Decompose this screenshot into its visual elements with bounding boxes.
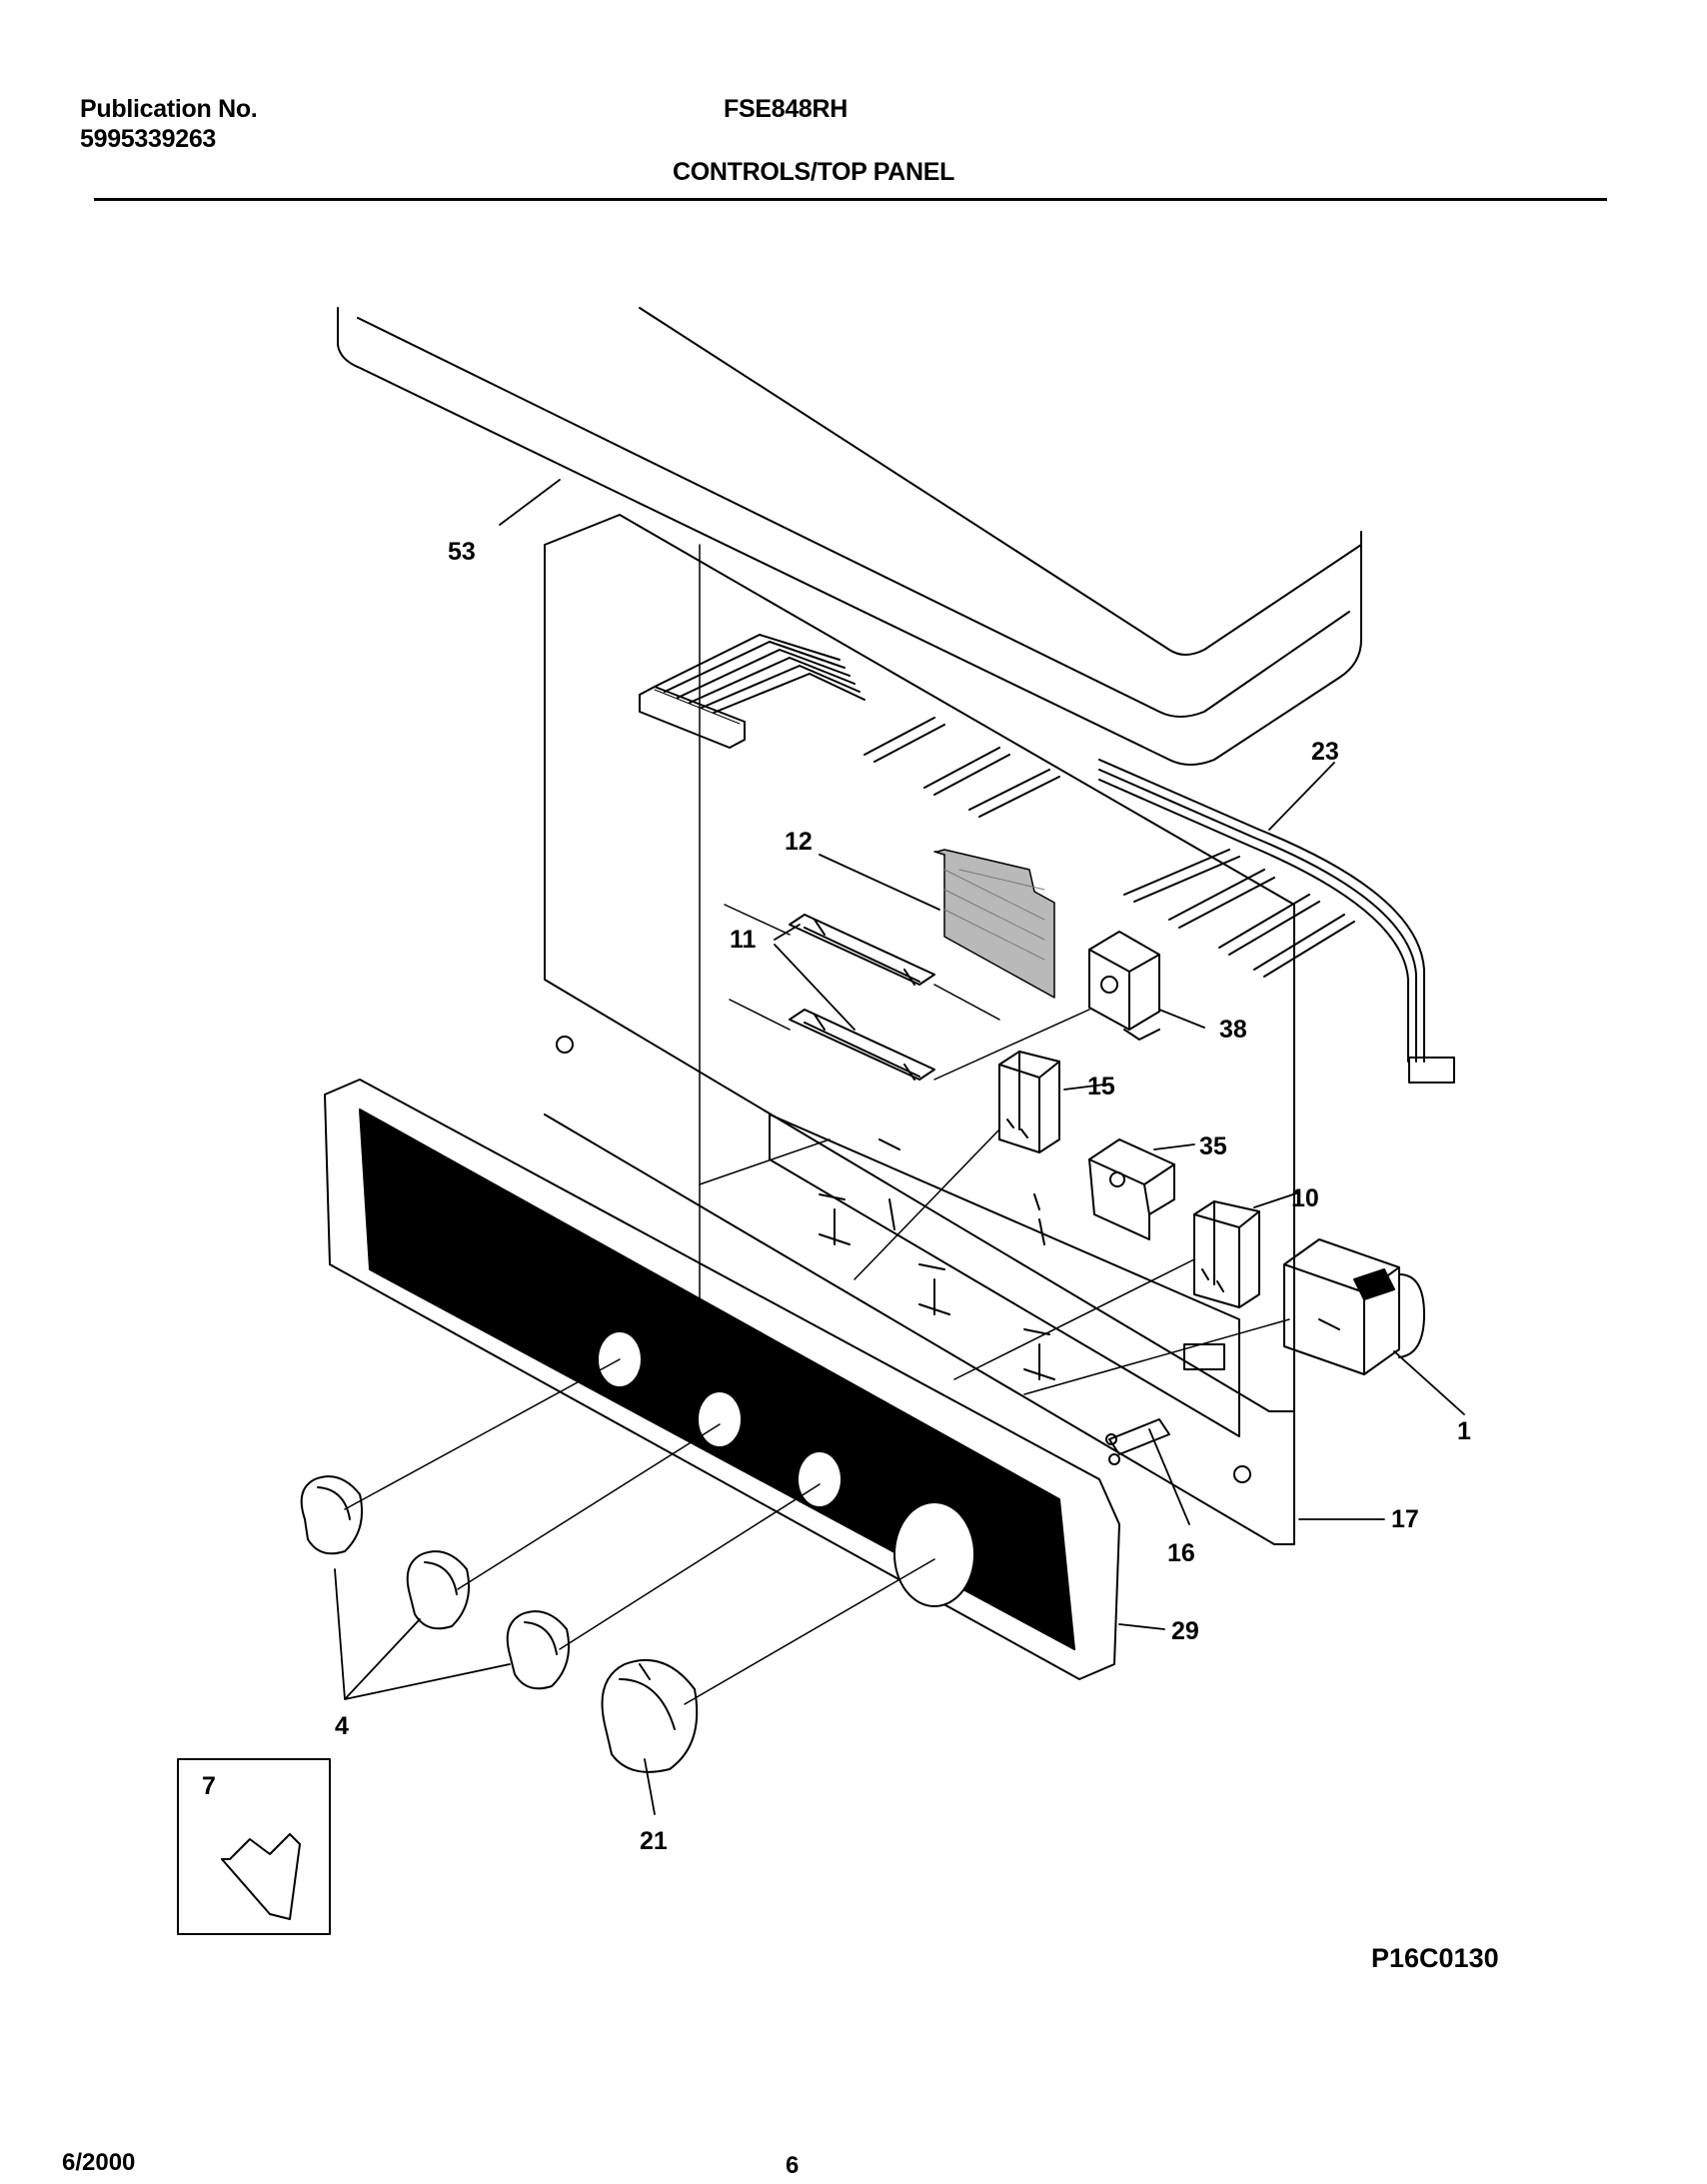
callout-12: 12	[785, 828, 813, 856]
wire-lead	[923, 747, 1010, 796]
wire-lead	[968, 769, 1060, 818]
wire-harness-part	[1098, 759, 1455, 1084]
footer-date: 6/2000	[62, 2149, 136, 2176]
timer-knob-part	[601, 1658, 699, 1773]
callout-16: 16	[1167, 1539, 1195, 1567]
footer-page-number: 6	[786, 2152, 800, 2179]
console-panel-part	[544, 514, 1295, 1545]
callout-17: 17	[1391, 1505, 1419, 1533]
bracket-part	[789, 914, 935, 1081]
assembly-guide-lines	[344, 904, 1290, 1705]
leader-lines	[334, 479, 1465, 1815]
header-rule	[94, 198, 1607, 201]
pushbutton-16-part	[1105, 1418, 1170, 1465]
callout-1: 1	[1457, 1417, 1471, 1445]
top-panel-part	[337, 307, 1362, 1300]
callout-35: 35	[1199, 1132, 1227, 1160]
control-console-part	[324, 1079, 1120, 1680]
selector-switch-part	[1088, 931, 1160, 1041]
timer-part	[1283, 1238, 1425, 1375]
console-clips	[819, 1193, 1055, 1380]
callout-23: 23	[1311, 738, 1339, 766]
callout-10: 10	[1291, 1184, 1319, 1212]
callout-15: 15	[1087, 1073, 1115, 1100]
publication-label: Publication No.	[80, 95, 258, 123]
callout-38: 38	[1219, 1016, 1247, 1044]
drawing-id: P16C0130	[1371, 1943, 1499, 1973]
clip-inset-box	[177, 1758, 331, 1935]
callout-21: 21	[640, 1827, 668, 1855]
control-board-part	[933, 849, 1055, 999]
harness-connector-upper	[639, 634, 865, 749]
switch-35-part	[1088, 1138, 1175, 1240]
publication-number: 5995339263	[80, 125, 217, 153]
callout-53: 53	[448, 538, 476, 566]
wire-lead	[863, 717, 945, 763]
switch-10-part	[1193, 1200, 1260, 1308]
callout-29: 29	[1171, 1617, 1199, 1645]
model-number: FSE848RH	[724, 95, 849, 123]
callout-7: 7	[202, 1772, 216, 1800]
section-title: CONTROLS/TOP PANEL	[673, 158, 955, 186]
callout-11: 11	[730, 926, 757, 954]
switch-15-part	[998, 1051, 1060, 1153]
callout-4: 4	[335, 1712, 349, 1740]
knob-part	[300, 1475, 571, 1690]
